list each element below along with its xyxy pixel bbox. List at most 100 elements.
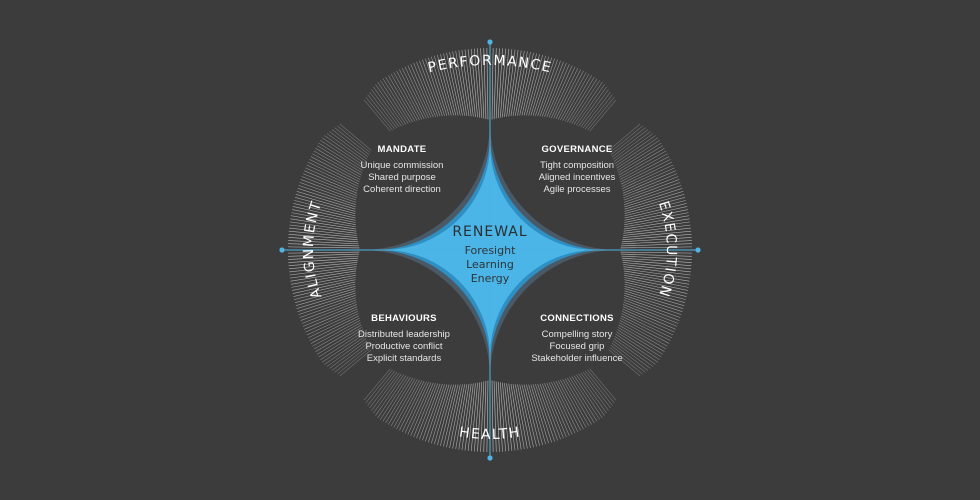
tick-line (470, 48, 478, 118)
tick-line (623, 179, 680, 201)
tick-line (528, 384, 546, 445)
tick-line (390, 379, 418, 427)
tick-line (474, 382, 481, 452)
tick-line (288, 257, 359, 263)
tick-line (623, 301, 679, 324)
tick-line (617, 142, 662, 171)
tick-line (434, 55, 452, 116)
tick-line (304, 170, 358, 194)
tick-line (621, 243, 692, 247)
tick-line (480, 381, 485, 452)
tick-line (624, 286, 686, 303)
tick-line (483, 48, 487, 119)
tick-line (620, 251, 692, 254)
tick-line (610, 344, 646, 373)
tick-line (617, 329, 662, 358)
tick-line (537, 59, 558, 117)
tick-line (309, 315, 360, 341)
tick-line (382, 377, 411, 422)
ring-label-health: HEALTH (458, 424, 522, 443)
tick-line (296, 191, 356, 210)
tick-line (573, 81, 603, 125)
tick-line (623, 227, 691, 236)
tick-line (587, 97, 615, 131)
tick-line (580, 89, 609, 128)
tick-line (548, 65, 573, 118)
tick-line (292, 206, 356, 221)
tick-line (582, 91, 611, 129)
tick-line (546, 382, 570, 436)
tick-line (289, 227, 357, 236)
tick-line (624, 185, 682, 205)
tick-line (506, 383, 516, 451)
tick-line (363, 368, 391, 401)
tick-line (621, 240, 692, 245)
tick-line (515, 51, 528, 116)
tick-line (377, 375, 407, 419)
tick-line (310, 317, 360, 344)
tick-line (388, 378, 416, 425)
tick-line (431, 384, 450, 444)
tick-line (290, 218, 357, 230)
tick-line (288, 262, 358, 270)
tick-line (288, 255, 359, 260)
tick-line (523, 384, 540, 446)
tick-line (623, 182, 681, 203)
quadrant-item: Agile processes (543, 184, 610, 195)
tick-line (425, 58, 445, 116)
tick-line (326, 338, 367, 367)
tick-line (315, 148, 362, 176)
tick-line (300, 299, 357, 321)
tick-line (619, 150, 667, 178)
tick-line (519, 384, 534, 448)
tick-line (307, 313, 359, 339)
tick-line (504, 49, 513, 117)
tick-line (508, 383, 519, 451)
center-item: Foresight (465, 244, 516, 257)
tick-line (589, 99, 617, 132)
tick-line (480, 48, 485, 119)
tick-line (306, 310, 359, 336)
tick-line (299, 182, 357, 203)
tick-line (499, 48, 506, 118)
tick-line (539, 60, 561, 117)
tick-line (578, 86, 607, 127)
tick-line (304, 306, 358, 330)
tick-line (288, 246, 360, 249)
tick-line (544, 62, 567, 117)
radial-tick-lines (288, 48, 692, 452)
tick-line (523, 54, 540, 116)
tick-line (495, 381, 500, 452)
tick-line (624, 283, 686, 300)
tick-line (297, 188, 356, 208)
tick-line (373, 86, 402, 127)
tick-line (407, 65, 432, 118)
tick-line (316, 326, 363, 355)
tick-line (312, 320, 361, 347)
tick-line (393, 379, 420, 428)
tick-line (306, 164, 359, 190)
tick-line (539, 383, 561, 440)
tick-line (571, 376, 600, 420)
tick-line (621, 313, 673, 339)
tick-line (502, 382, 510, 452)
tick-line (623, 297, 681, 318)
tick-line (615, 333, 659, 363)
tick-line (339, 123, 372, 151)
quadrant-item: Explicit standards (367, 353, 442, 364)
tick-line (624, 295, 682, 315)
tick-line (440, 54, 457, 116)
tick-line (624, 200, 686, 217)
tick-line (324, 135, 366, 164)
tick-line (452, 51, 465, 116)
tick-line (292, 209, 356, 223)
tick-line (497, 381, 503, 452)
tick-line (526, 54, 543, 116)
tick-line (461, 49, 472, 117)
tick-line (329, 131, 368, 160)
tick-line (614, 336, 656, 365)
tick-line (288, 243, 359, 247)
tick-line (404, 381, 430, 434)
tick-line (580, 372, 609, 411)
tick-line (535, 384, 555, 442)
